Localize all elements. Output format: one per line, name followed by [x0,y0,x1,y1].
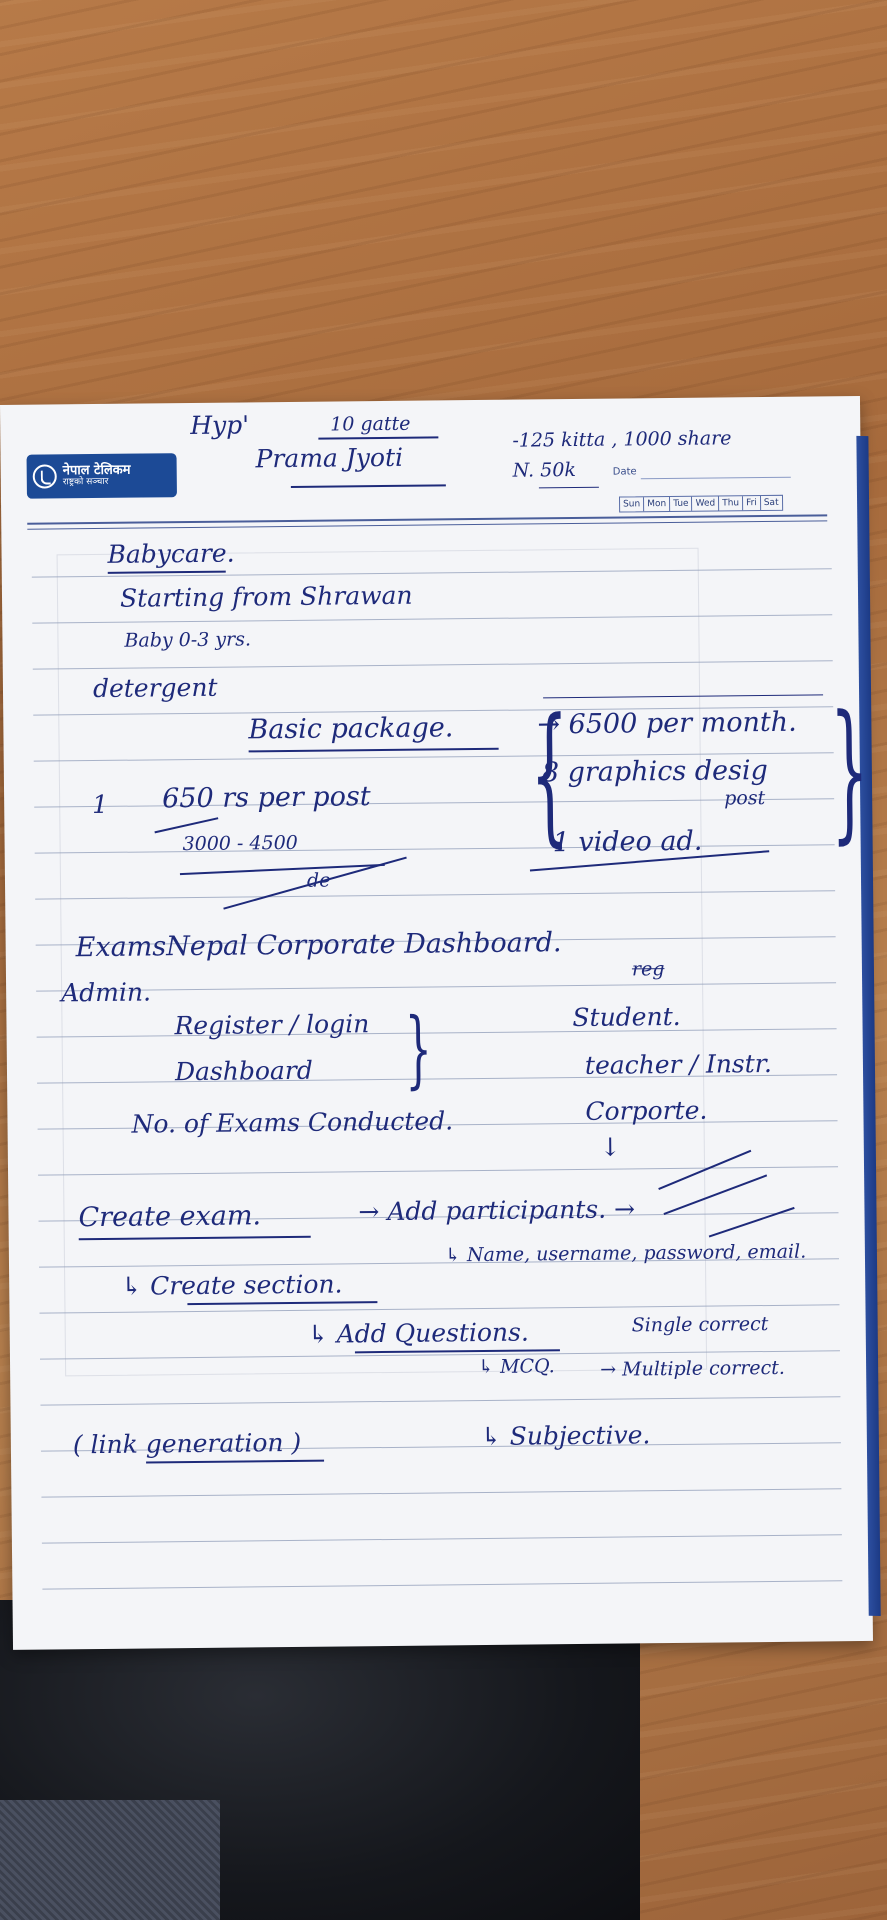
note-babycare-line2: Baby 0-3 yrs. [124,628,252,652]
note-admin: Admin. [61,977,152,1008]
ink-arrow [318,436,439,440]
nepal-telecom-logo: नेपाल टेलिकम राष्ट्रको सञ्चार [26,453,177,499]
note-graphics: 8 graphics desig [541,754,769,789]
weekday-boxes: Sun Mon Tue Wed Thu Fri Sat [618,494,783,513]
note-link-generation: ( link generation ) [72,1427,302,1460]
note-item-number: 1 [92,789,109,820]
note-register: Register / login [174,1009,370,1041]
fabric-weave [0,1800,220,1920]
note-basic-package: Basic package. [248,712,454,746]
note-per-post: 650 rs per post [161,781,371,815]
ink-underline [538,486,599,489]
note-name-fields: ↳ Name, username, password, email. [444,1240,807,1267]
note-gatte: 10 gatte [330,412,411,436]
date-line [640,476,791,480]
note-no-exams: No. of Exams Conducted. [131,1106,454,1139]
note-create-exam: Create exam. [78,1200,262,1234]
ruled-line [41,1488,842,1498]
note-exams-title: ExamsNepal Corporate Dashboard. [75,927,562,964]
day-box: Sun [620,497,645,512]
note-dashboard: Dashboard [174,1055,313,1087]
ink-underline [290,484,446,488]
note-range: 3000 - 4500 [182,831,298,856]
note-per-month: → 6500 per month. [537,706,797,741]
note-price: N. 50k [512,458,577,482]
header-rule [27,514,828,525]
note-add-questions: ↳ Add Questions. [307,1317,529,1349]
note-kitta: -125 kitta , 1000 share [512,427,732,452]
note-detergent: detergent [92,672,218,704]
note-babycare-line1: Starting from Shrawan [119,580,413,613]
ruled-line [40,1396,841,1406]
ink-brace: } [829,683,870,859]
note-prama-jyoti: Prama Jyoti [255,442,404,474]
note-corporate: Corporte. [585,1095,708,1126]
day-box: Mon [644,496,671,512]
day-box: Fri [743,496,761,511]
date-label: Date [612,466,637,478]
note-student: Student. [572,1001,681,1033]
note-post: post [724,787,766,810]
down-arrow-icon: ↓ [599,1132,621,1162]
note-single-correct: Single correct [631,1313,769,1337]
note-hyp: Hyp' [190,410,250,441]
day-box: Sat [763,497,779,509]
notebook-page: नेपाल टेलिकम राष्ट्रको सञ्चार Date Sun M… [0,395,881,1650]
ink-brace: } [404,999,433,1098]
note-video-ad: 1 video ad. [552,825,703,859]
day-box: Wed [692,496,720,511]
note-subjective: ↳ Subjective. [480,1420,651,1452]
ruled-line [42,1580,843,1590]
day-box: Thu [719,496,744,511]
note-mcq: ↳ MCQ. [477,1355,555,1379]
brand-tagline: राष्ट्रको सञ्चार [62,477,109,488]
ruled-line [41,1534,842,1544]
note-reg: reg [631,958,665,981]
ink-underline [146,1459,325,1464]
note-teacher: teacher / Instr. [584,1048,773,1080]
note-babycare-title: Babycare. [107,538,235,569]
note-create-section: ↳ Create section. [121,1269,343,1301]
ink-sketch [708,1206,795,1238]
day-box: Tue [670,496,693,511]
note-multiple-correct: → Multiple correct. [600,1356,786,1381]
note-add-participants: → Add participants. → [358,1194,636,1227]
nepal-telecom-icon [32,464,57,489]
